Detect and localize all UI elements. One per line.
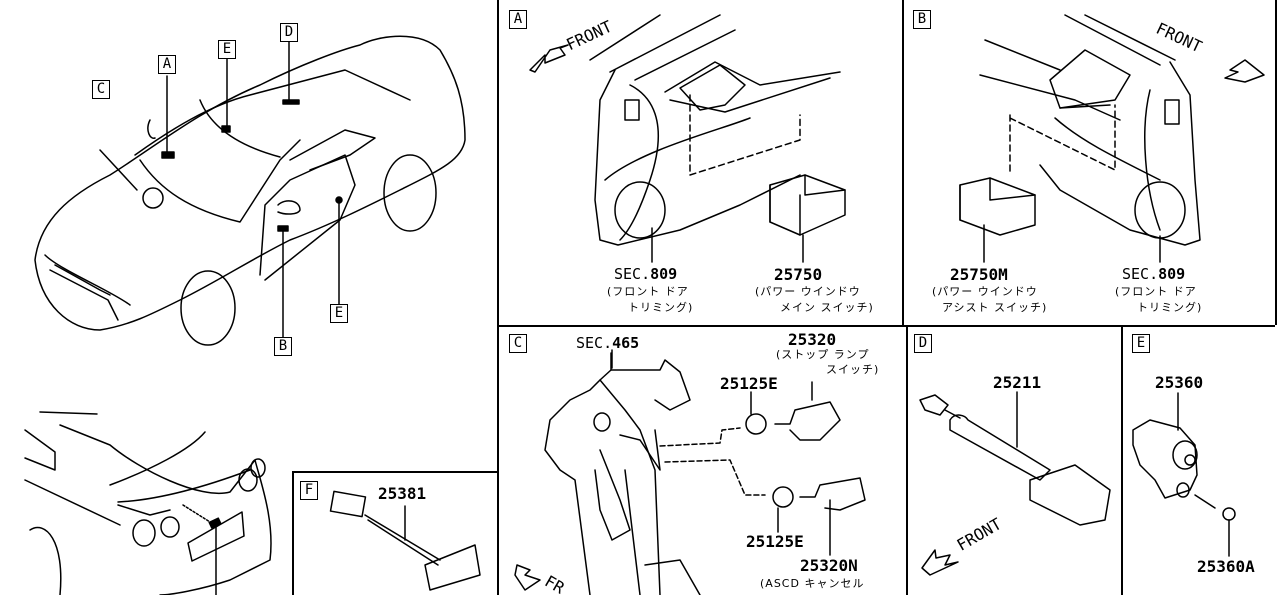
panel-b-label: B [913,10,931,29]
panel-b-25750m-desc-1: (パワー ウインドウ [932,285,1038,298]
callout-e-top: E [218,40,236,59]
panel-e-part-25360: 25360 [1155,373,1204,392]
panel-c-part-25125e-bottom: 25125E [746,532,804,551]
panel-d-drawing [919,391,1111,576]
divider-top-bottom [497,325,1275,327]
callout-b: B [274,337,292,356]
panel-b-sec809-number: SEC.809 [1122,265,1185,283]
panel-c-part-25125e-top: 25125E [720,374,778,393]
panel-e-label: E [1132,334,1150,353]
panel-c-25320n-desc-1: (ASCD キャンセル [760,577,865,590]
divider-d-e [1121,325,1123,595]
panel-b-drawing [959,14,1265,263]
panel-c-sec465-number: SEC.465 [576,334,639,352]
panel-c-25320-desc-2: スイッチ) [826,363,880,376]
callout-c: C [92,80,110,99]
panel-b-part-25750m: 25750M [950,265,1008,284]
divider-c-d [906,325,908,595]
sec-number: 809 [650,265,678,283]
panel-a-25750-desc-2: メイン スイッチ) [780,301,874,314]
panel-a-drawing [529,14,846,263]
panel-d-label: D [914,334,932,353]
panel-f-left-border [292,471,294,595]
panel-c-drawing [514,349,866,595]
panel-c-part-25320: 25320 [788,330,837,349]
right-border [1275,0,1277,325]
panel-f-top-border [292,471,499,473]
panel-c-label: C [509,334,527,353]
panel-a-label: A [509,10,527,29]
sec-prefix: SEC. [1122,265,1159,283]
panel-f-part-25381: 25381 [378,484,427,503]
panel-a-25750-desc-1: (パワー ウインドウ [755,285,861,298]
panel-c-25320-desc-1: (ストップ ランプ [776,348,870,361]
sec-prefix: SEC. [614,265,651,283]
panel-c-part-25320n: 25320N [800,556,858,575]
panel-e-part-25360a: 25360A [1197,557,1255,576]
panel-a-part-25750: 25750 [774,265,823,284]
callout-e-side: E [330,304,348,323]
sec-number: 465 [612,334,640,352]
panel-b-25750m-desc-2: アシスト スイッチ) [942,301,1048,314]
panel-a-sec809-desc-1: (フロント ドア [607,285,689,298]
divider-a-b [902,0,904,325]
panel-e-drawing [1132,392,1236,557]
sec-prefix: SEC. [576,334,613,352]
car-rear-drawing [24,411,272,595]
panel-f-label: F [300,481,318,500]
sec-number: 809 [1158,265,1186,283]
callout-a: A [158,55,176,74]
panel-b-sec809-desc-2: トリミング) [1137,301,1203,314]
panel-b-sec809-desc-1: (フロント ドア [1115,285,1197,298]
divider-overview-right [497,0,499,595]
part-25381-drawing [329,490,481,591]
panel-a-sec809-number: SEC.809 [614,265,677,283]
callout-d: D [280,23,298,42]
panel-a-sec809-desc-2: トリミング) [628,301,694,314]
car-overview-drawing [34,35,466,346]
panel-d-part-25211: 25211 [993,373,1042,392]
